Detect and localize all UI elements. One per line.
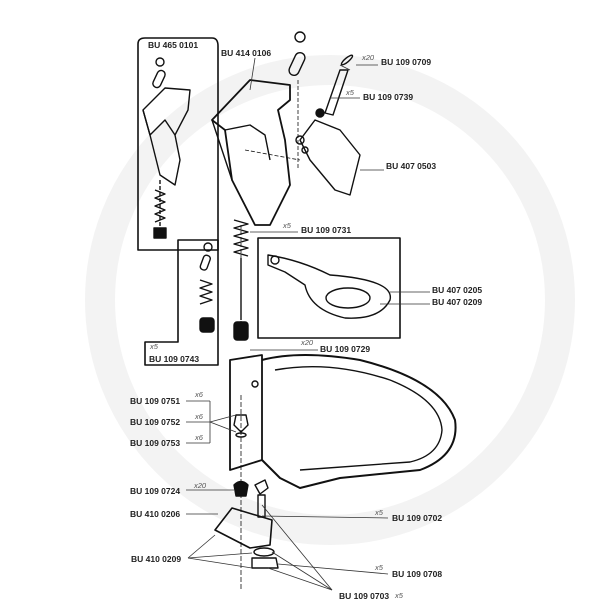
part-label-4100209: BU 410 0209	[131, 554, 182, 564]
pin-nut	[288, 31, 306, 170]
part-label-4070205: BU 407 0205	[432, 285, 483, 295]
qty-1090731: x5	[283, 221, 291, 230]
qty-1090753: x6	[195, 433, 203, 442]
qty-1090724: x20	[194, 481, 207, 490]
paddle-plate	[267, 254, 391, 319]
qty-1090703: x5	[395, 591, 403, 600]
qty-1090708: x5	[375, 563, 383, 572]
valve-small	[199, 242, 215, 333]
bracket-main	[211, 79, 301, 341]
qty-1090729: x20	[301, 338, 314, 347]
qty-1090739: x5	[346, 88, 354, 97]
part-label-4140106: BU 414 0106	[221, 48, 272, 58]
part-label-1090731: BU 109 0731	[301, 225, 352, 235]
kit-box-4650101	[137, 37, 219, 251]
part-label-4070503: BU 407 0503	[386, 161, 437, 171]
part-label-1090752: BU 109 0752	[130, 417, 181, 427]
kit-box-4070205	[257, 237, 401, 339]
part-label-1090703: BU 109 0703	[339, 591, 390, 600]
kit-box-1090743	[144, 239, 219, 366]
part-label-1090708: BU 109 0708	[392, 569, 443, 579]
part-label-1090709: BU 109 0709	[381, 57, 432, 67]
part-label-1090724: BU 109 0724	[130, 486, 181, 496]
part-label-4650101: BU 465 0101	[148, 40, 199, 50]
part-label-4100206: BU 410 0206	[130, 509, 181, 519]
part-label-1090702: BU 109 0702	[392, 513, 443, 523]
part-label-1090743: BU 109 0743	[149, 354, 200, 364]
paddle-lever	[295, 54, 361, 196]
part-label-1090739: BU 109 0739	[363, 92, 414, 102]
qty-1090702: x5	[375, 508, 383, 517]
part-label-1090751: BU 109 0751	[130, 396, 181, 406]
qty-1090751: x6	[195, 390, 203, 399]
watermark	[85, 55, 575, 545]
leader-lines	[186, 57, 430, 591]
drinking-bowl	[214, 354, 457, 590]
part-label-4070209: BU 407 0209	[432, 297, 483, 307]
part-label-1090729: BU 109 0729	[320, 344, 371, 354]
bracket-small	[142, 57, 191, 240]
part-label-1090753: BU 109 0753	[130, 438, 181, 448]
qty-1090752: x6	[195, 412, 203, 421]
qty-1090709: x20	[362, 53, 375, 62]
qty-1090743: x5	[150, 342, 158, 351]
